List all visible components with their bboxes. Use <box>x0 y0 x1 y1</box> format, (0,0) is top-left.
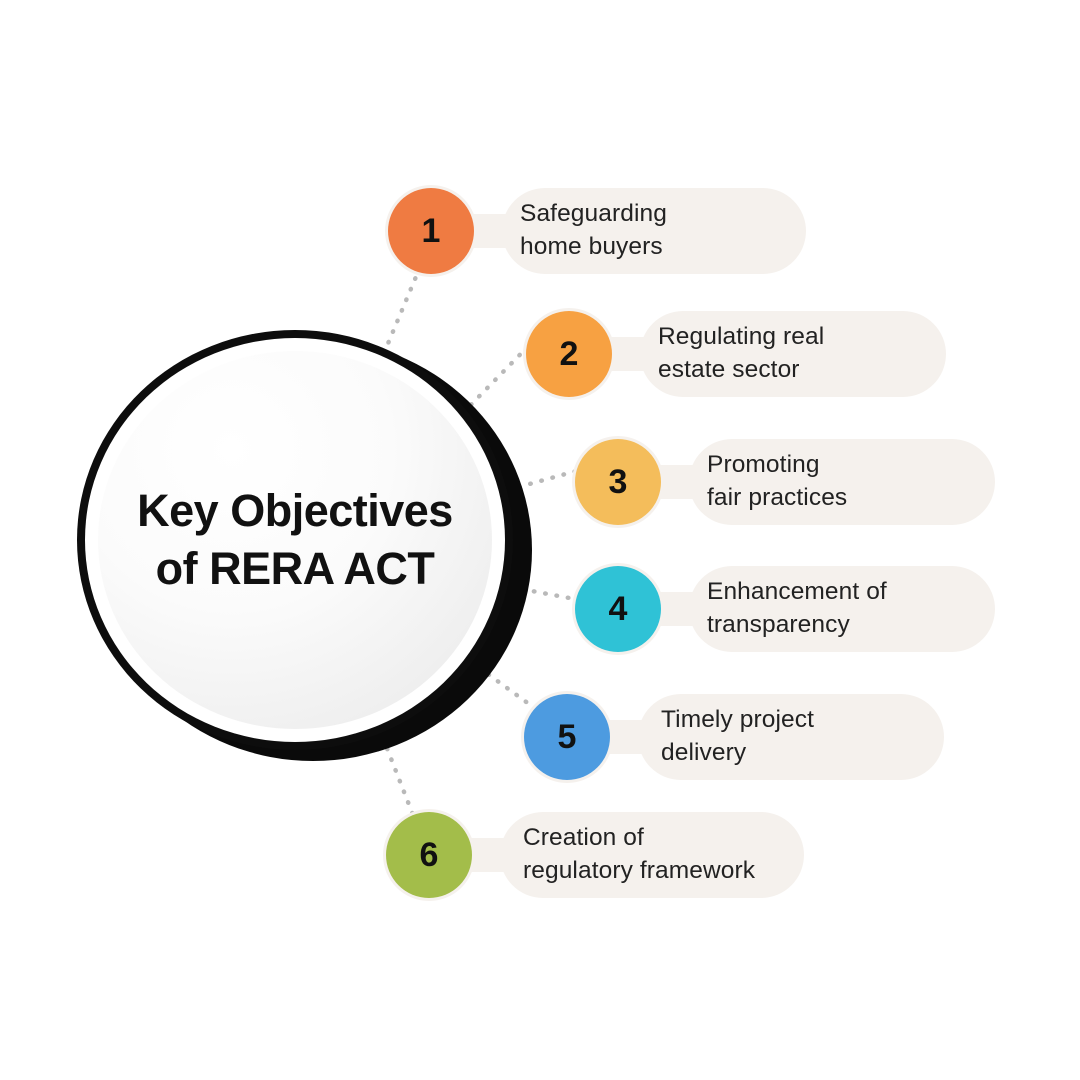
number-badge-3[interactable]: 3 <box>575 439 661 525</box>
number-badge-2[interactable]: 2 <box>526 311 612 397</box>
objective-item-2[interactable]: 2 Regulating real estate sector <box>523 308 946 400</box>
objective-pill <box>502 188 806 274</box>
number-badge-1[interactable]: 1 <box>388 188 474 274</box>
objective-pill <box>638 694 944 780</box>
number-badge-6[interactable]: 6 <box>386 812 472 898</box>
objective-item-4[interactable]: 4 Enhancement of transparency <box>572 563 995 655</box>
objective-label: Creation of regulatory framework <box>523 824 756 884</box>
objective-pill <box>689 566 995 652</box>
objective-item-3[interactable]: 3 Promoting fair practices <box>572 436 995 528</box>
objective-label: Timely project delivery <box>661 706 814 766</box>
objective-pill <box>689 439 995 525</box>
objective-item-5[interactable]: 5 Timely project delivery <box>521 691 944 783</box>
center-hub: Key Objectives of RERA ACT <box>72 325 532 765</box>
objective-label: Safeguarding home buyers <box>520 200 667 260</box>
objective-pill <box>500 812 804 898</box>
number-badge-5[interactable]: 5 <box>524 694 610 780</box>
objective-label: Regulating real estate sector <box>658 323 825 383</box>
objective-label: Enhancement of transparency <box>707 578 887 638</box>
objective-item-6[interactable]: 6 Creation of regulatory framework <box>383 809 804 901</box>
objective-item-1[interactable]: 1 Safeguarding home buyers <box>385 185 806 277</box>
hub-face <box>98 351 492 729</box>
objective-label: Promoting fair practices <box>707 451 848 511</box>
page-title: Key Objectives of RERA ACT <box>137 485 453 594</box>
number-badge-4[interactable]: 4 <box>575 566 661 652</box>
objective-pill <box>640 311 946 397</box>
